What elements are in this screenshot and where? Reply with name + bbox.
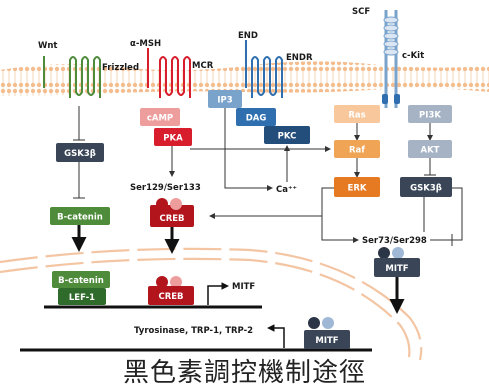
node-pi3k: PI3K [408,105,452,123]
node-raf: Raf [334,140,380,158]
nuclear-membrane [0,247,423,363]
frizzled-receptor [43,56,101,98]
figure-caption: 黑色素調控機制途徑 [122,358,366,388]
node-pkc: PKC [264,126,310,144]
node-gsk3b-left: GSK3β [56,143,104,162]
node-ip3: IP3 [208,90,242,108]
svg-text:LEF-1: LEF-1 [69,293,95,303]
svg-text:MITF: MITF [385,264,408,274]
dna-strands [20,305,372,352]
pathway-connectors [73,106,463,246]
targets-promoter-arrow [267,324,285,348]
ckit-label: c-Kit [402,51,424,61]
node-mitf-nuc: MITF [304,317,350,349]
svg-text:PKC: PKC [278,132,297,142]
svg-text:PI3K: PI3K [419,111,441,121]
svg-text:CREB: CREB [158,292,183,302]
svg-text:GSK3β: GSK3β [410,184,442,194]
svg-text:MITF: MITF [315,336,338,346]
node-ras: Ras [334,105,380,123]
node-dag: DAG [236,108,276,126]
ser73-label: Ser73/Ser298 [362,236,427,246]
node-mitf-cyto: MITF [374,247,420,277]
frizzled-label: Frizzled [102,63,139,73]
node-pka: PKA [154,128,192,146]
endr-label: ENDR [286,53,313,63]
node-gsk3b-right: GSK3β [400,177,452,197]
svg-text:PKA: PKA [163,134,183,144]
svg-text:B-catenin: B-catenin [58,276,104,286]
translocation-arrows [71,224,405,314]
mitf-promoter-arrow [207,282,229,305]
svg-text:Raf: Raf [349,146,365,156]
svg-text:ERK: ERK [348,184,367,194]
svg-text:CREB: CREB [159,214,184,224]
node-camp: cAMP [140,108,180,126]
node-bcatenin-nuc: B-catenin [52,271,110,288]
svg-text:GSK3β: GSK3β [64,149,96,159]
node-bcatenin: B-catenin [50,207,110,225]
node-akt: AKT [408,140,452,158]
scf-label: SCF [352,7,370,17]
mitf-gene-label: MITF [232,282,255,292]
plasma-membrane [0,61,489,96]
node-erk: ERK [334,177,380,197]
svg-text:AKT: AKT [421,146,440,156]
svg-text:cAMP: cAMP [147,114,173,124]
target-genes-label: Tyrosinase, TRP-1, TRP-2 [134,326,253,336]
svg-text:Ras: Ras [348,111,365,121]
end-label: END [238,31,258,41]
ckit-receptor [382,10,400,108]
endr-receptor [245,40,283,98]
node-lef1: LEF-1 [58,288,106,305]
node-creb-cyto: CREB [150,198,194,227]
svg-text:IP3: IP3 [217,96,232,106]
amsh-label: α-MSH [130,39,161,49]
mcr-receptor [147,48,191,98]
ser129-label: Ser129/Ser133 [130,183,201,193]
ca-label: Ca⁺⁺ [276,185,297,195]
wnt-label: Wnt [38,41,58,51]
node-creb-nuc: CREB [148,276,194,305]
svg-text:DAG: DAG [246,114,267,124]
svg-text:B-catenin: B-catenin [57,213,103,223]
mcr-label: MCR [192,61,214,71]
